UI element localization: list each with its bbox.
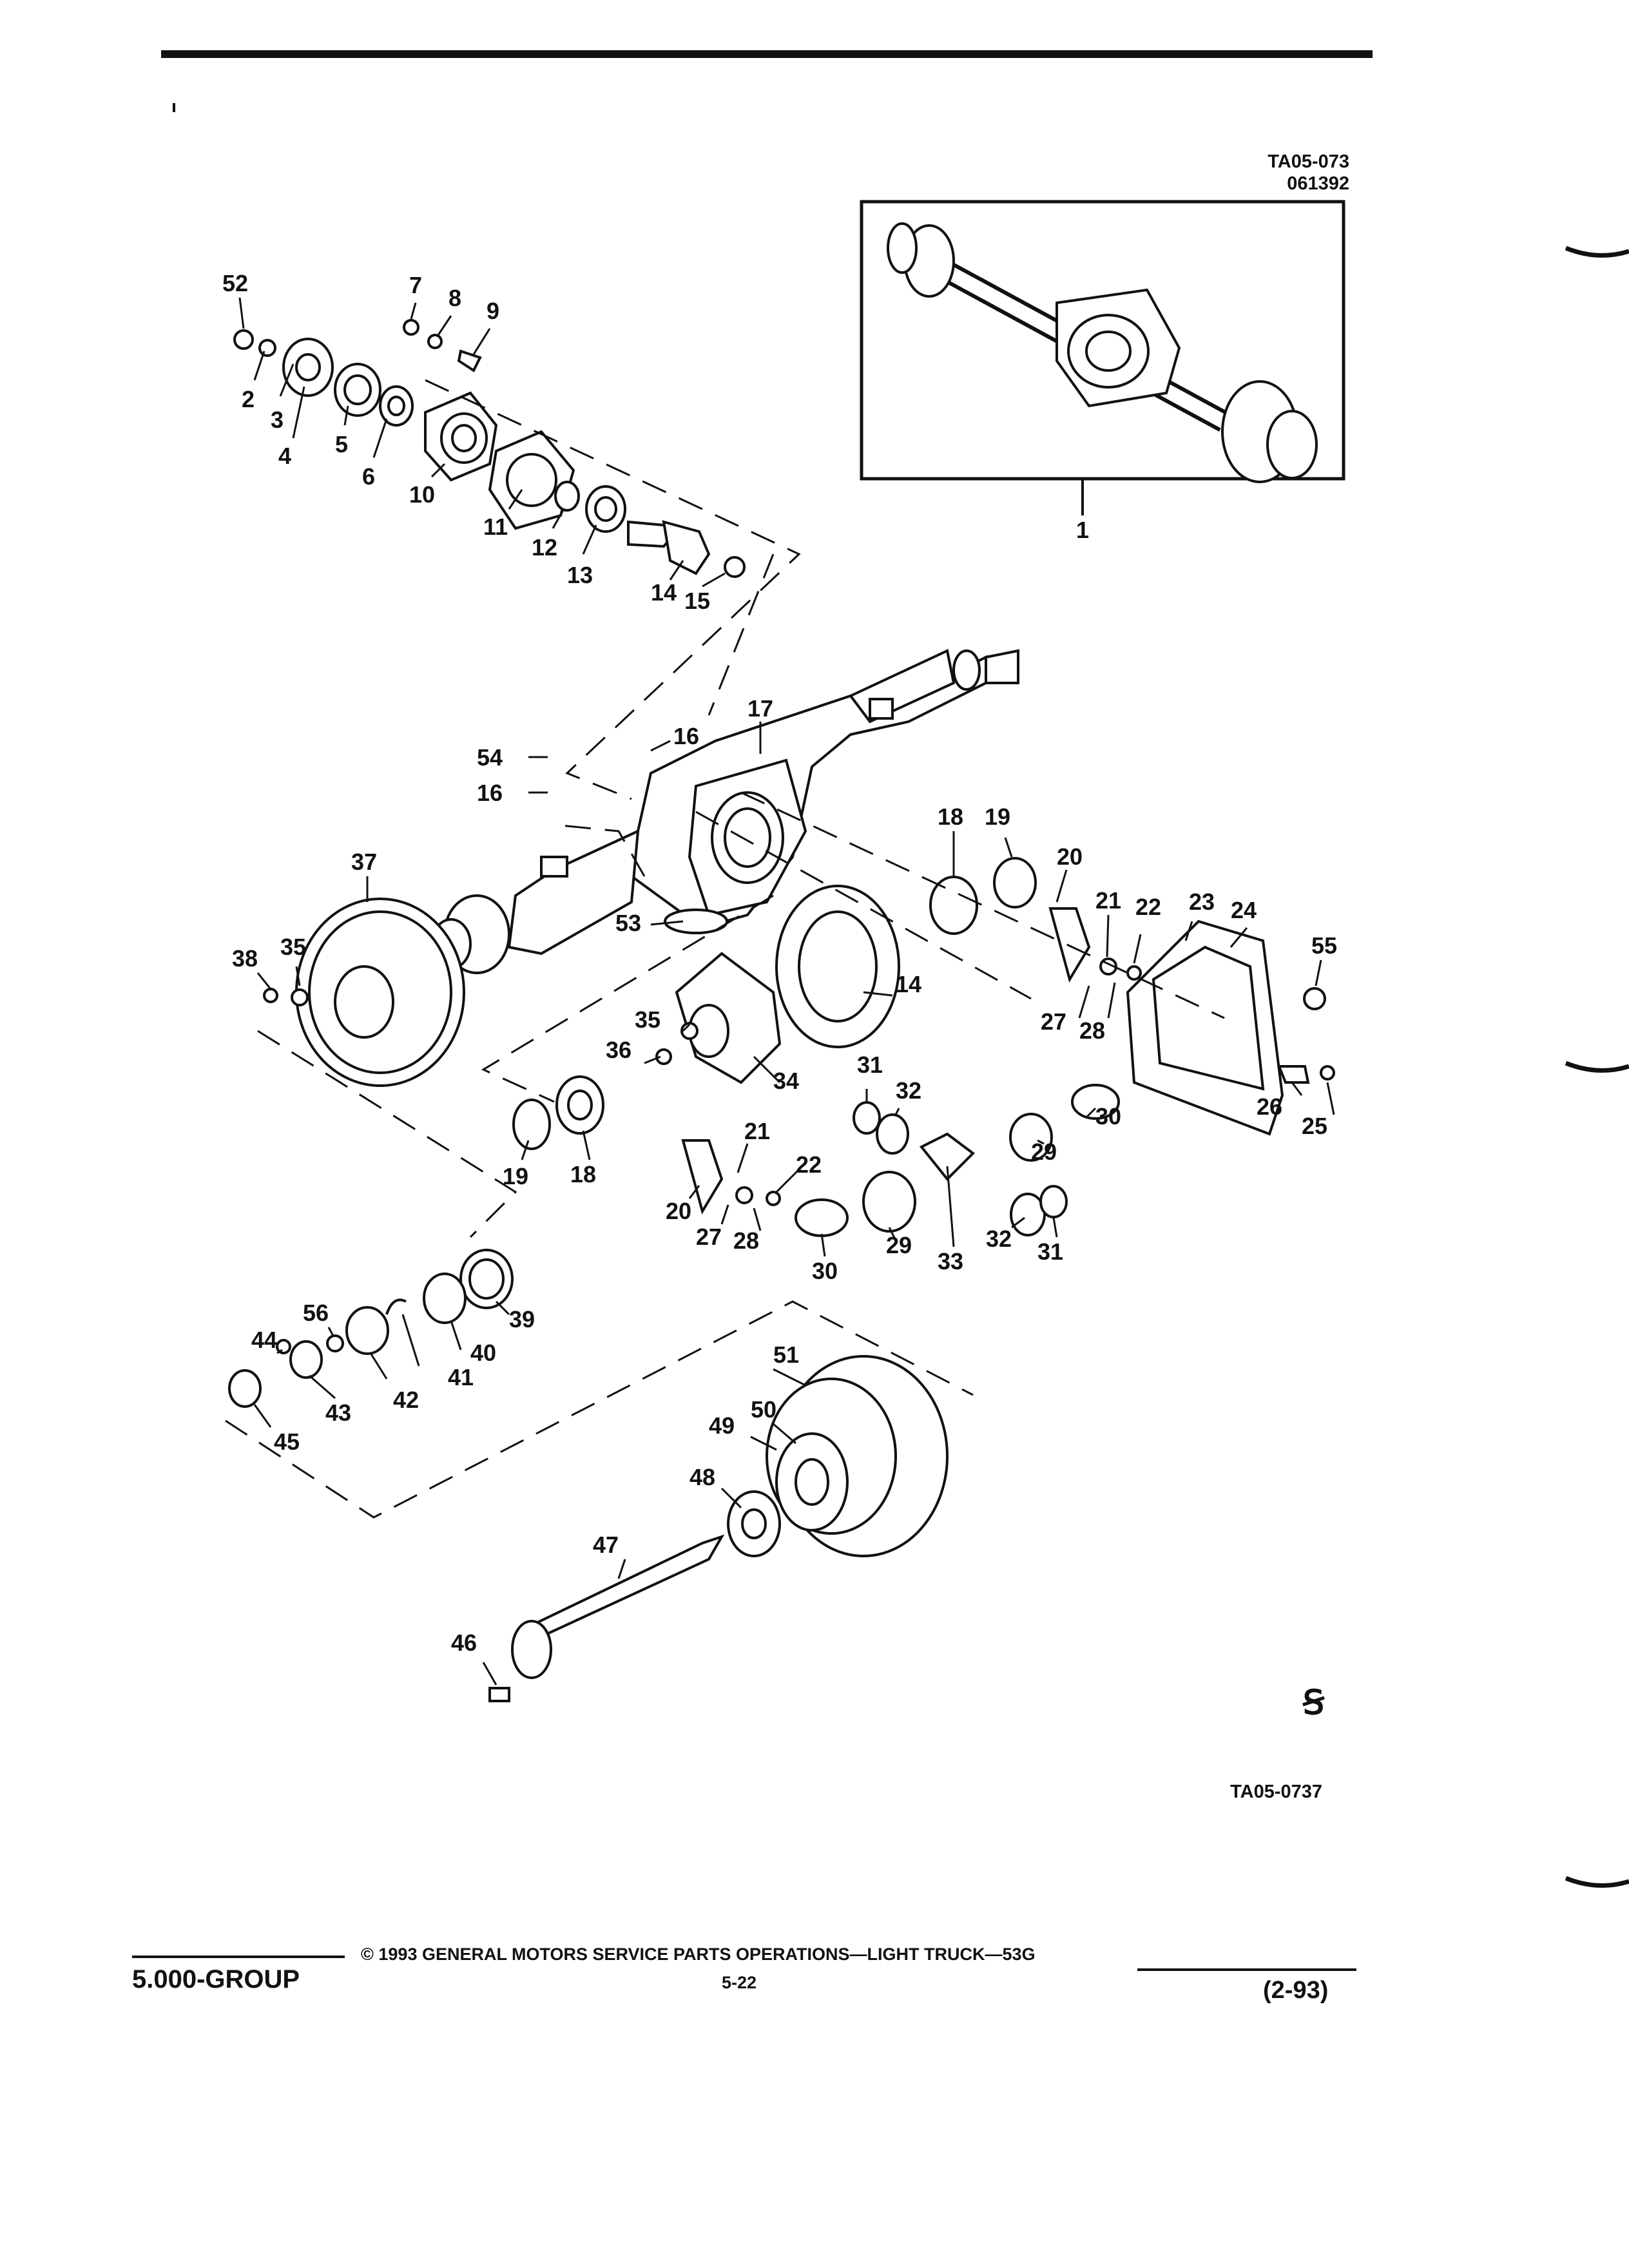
callout-28-top: 28 <box>1079 1017 1105 1044</box>
callout-15: 15 <box>684 588 710 614</box>
callout-31-bottom: 31 <box>1037 1238 1063 1265</box>
pinion-group <box>233 319 746 578</box>
callout-35-left: 35 <box>280 934 306 960</box>
callout-49: 49 <box>709 1412 735 1439</box>
callout-34: 34 <box>773 1068 799 1094</box>
callout-31-top: 31 <box>857 1052 883 1078</box>
figure-ref-bottom: TA05-0737 <box>1230 1782 1322 1802</box>
footer-copyright: © 1993 GENERAL MOTORS SERVICE PARTS OPER… <box>361 1945 1036 1964</box>
callout-51: 51 <box>773 1341 799 1368</box>
callout-1: 1 <box>1076 517 1089 543</box>
callout-6: 6 <box>362 463 375 490</box>
callout-43: 43 <box>325 1399 351 1426</box>
footer-page-number: 5-22 <box>722 1973 757 1992</box>
differential-internals <box>681 857 1142 1237</box>
callout-10: 10 <box>409 481 435 508</box>
callout-27-top: 27 <box>1041 1008 1066 1035</box>
callout-13: 13 <box>567 562 593 588</box>
footer-rule-right <box>1137 1968 1356 1971</box>
callout-20-top: 20 <box>1057 843 1083 870</box>
callout-24: 24 <box>1231 897 1257 923</box>
callout-16-left: 16 <box>477 780 503 806</box>
callout-29-bottom: 29 <box>886 1232 912 1258</box>
callout-2: 2 <box>242 386 255 412</box>
callout-18-top: 18 <box>938 803 963 830</box>
footer-rule-left <box>132 1956 345 1958</box>
callout-42: 42 <box>393 1387 419 1413</box>
group-leaders <box>225 379 1225 1519</box>
figure-date-code: 061392 <box>1287 173 1349 194</box>
callout-5: 5 <box>335 431 348 457</box>
callout-9: 9 <box>487 298 499 324</box>
callout-11: 11 <box>483 514 508 540</box>
callout-20-bottom: 20 <box>666 1198 691 1224</box>
callout-56: 56 <box>303 1300 329 1326</box>
callout-44: 44 <box>251 1327 277 1353</box>
gm-spo-logo: Ꞩ <box>1302 1684 1325 1722</box>
callout-7: 7 <box>409 272 422 298</box>
callout-52: 52 <box>222 270 248 296</box>
callout-14-pinion: 14 <box>651 579 677 606</box>
callout-17: 17 <box>747 695 773 722</box>
callout-36: 36 <box>606 1037 631 1063</box>
callout-53: 53 <box>615 910 641 936</box>
callout-21-top: 21 <box>1095 887 1121 914</box>
callout-12: 12 <box>532 534 557 561</box>
callout-37: 37 <box>351 849 377 875</box>
callout-19-top: 19 <box>985 803 1010 830</box>
binder-mark <box>1565 245 1629 258</box>
callout-32-bottom: 32 <box>986 1225 1012 1252</box>
callout-50: 50 <box>751 1396 776 1423</box>
callout-41: 41 <box>448 1364 474 1390</box>
callout-47: 47 <box>593 1532 619 1558</box>
figure-ref-top: TA05-073 <box>1268 151 1349 172</box>
callout-leaders <box>238 297 1335 1686</box>
scan-mark <box>173 103 175 112</box>
ring-gear-and-case <box>512 885 900 1150</box>
callout-3: 3 <box>271 407 284 433</box>
callout-45: 45 <box>274 1428 300 1455</box>
callout-30-top: 30 <box>1095 1103 1121 1129</box>
callout-21-bottom: 21 <box>744 1118 770 1144</box>
callout-48: 48 <box>689 1464 715 1490</box>
footer-date: (2-93) <box>1263 1977 1329 2004</box>
callout-25: 25 <box>1302 1113 1327 1139</box>
callout-14-ring: 14 <box>896 971 921 997</box>
callout-30-bottom: 30 <box>812 1258 838 1284</box>
callout-28-bottom: 28 <box>733 1227 759 1254</box>
axle-assembly-inset <box>860 200 1345 483</box>
callout-32-top: 32 <box>896 1077 921 1104</box>
callout-23: 23 <box>1189 889 1215 915</box>
top-rule <box>161 50 1373 58</box>
differential-cover <box>1126 919 1335 1136</box>
callout-55: 55 <box>1311 932 1337 959</box>
callout-18-bottom: 18 <box>570 1161 596 1187</box>
callout-40: 40 <box>470 1340 496 1366</box>
callout-16-top: 16 <box>673 723 699 749</box>
callout-22-bottom: 22 <box>796 1151 822 1178</box>
callout-4: 4 <box>278 443 291 469</box>
callout-8: 8 <box>448 285 461 311</box>
brake-backing-plate <box>263 898 728 1087</box>
callout-29-top: 29 <box>1031 1139 1057 1165</box>
callout-39: 39 <box>509 1306 535 1332</box>
callout-54: 54 <box>477 744 503 771</box>
callout-33: 33 <box>938 1248 963 1274</box>
callout-38: 38 <box>232 945 258 972</box>
callout-27-bottom: 27 <box>696 1224 722 1250</box>
footer-group: 5.000-GROUP <box>132 1965 300 1994</box>
callout-35-case: 35 <box>635 1006 660 1033</box>
callout-26: 26 <box>1257 1093 1282 1120</box>
hub-and-shaft <box>228 1249 949 1702</box>
callout-19-bottom: 19 <box>503 1163 528 1189</box>
binder-mark <box>1565 1061 1629 1073</box>
binder-mark <box>1565 1876 1629 1888</box>
callout-46: 46 <box>451 1629 477 1656</box>
callout-22-top: 22 <box>1135 894 1161 920</box>
